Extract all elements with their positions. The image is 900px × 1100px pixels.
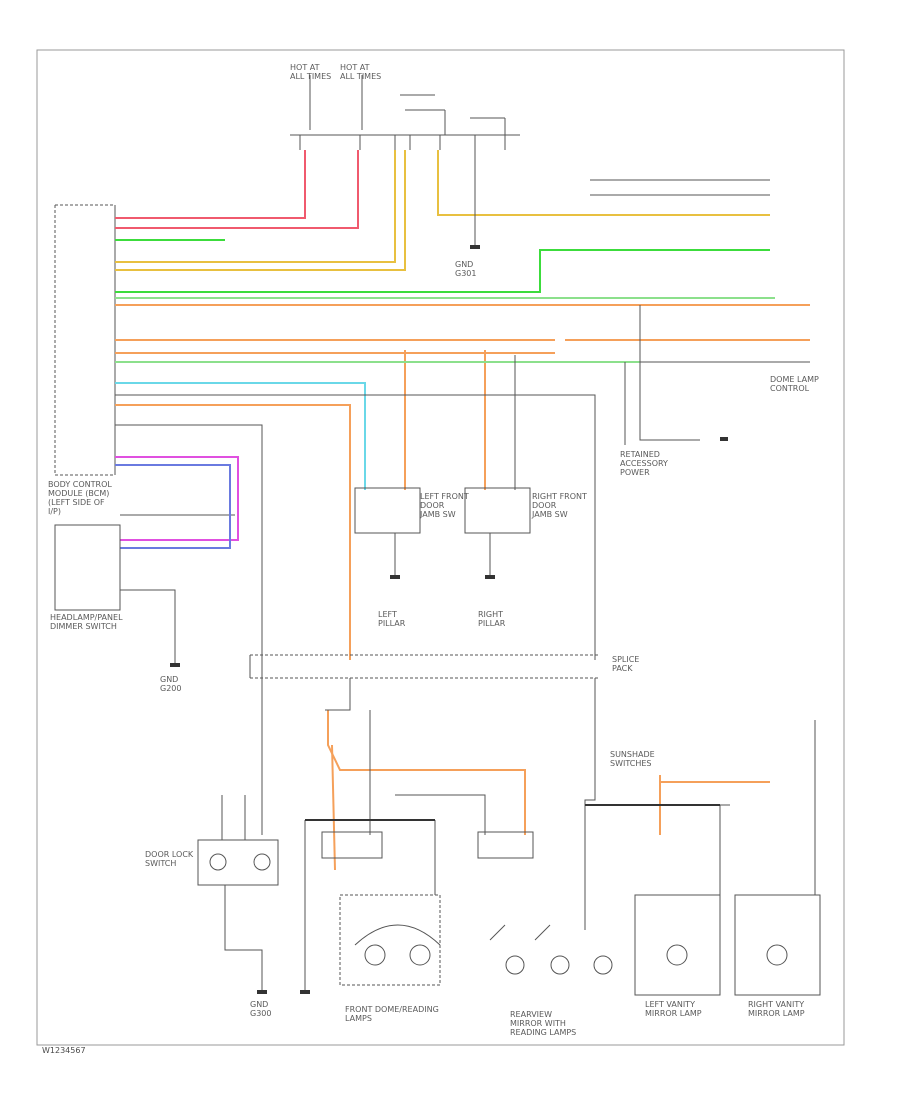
right-pillar-label: RIGHT PILLAR: [478, 610, 506, 628]
hot-at-all-times-1: HOT AT ALL TIMES: [290, 63, 332, 81]
gray-wires: [115, 150, 810, 835]
orange-wires: [115, 304, 810, 660]
door-switch-boxes: [354, 487, 531, 575]
left-pillar-label: LEFT PILLAR: [378, 610, 406, 628]
headlamp-switch-box: [54, 524, 121, 611]
dark-wires: [305, 804, 720, 821]
rear-mirror-switch-block: [197, 795, 279, 990]
diagram-frame: [36, 49, 845, 1046]
left-front-door-label: LEFT FRONT DOOR JAMB SW: [420, 492, 469, 519]
magenta-wire: [115, 456, 239, 541]
red-wires: [115, 150, 359, 229]
ground-g1-label: GND G200: [160, 675, 182, 693]
connectors-lower: [321, 831, 534, 859]
retained-power-label: RETAINED ACCESSORY POWER: [620, 450, 668, 477]
fuse-block: [290, 75, 520, 150]
rearview-mirror-lamps: [489, 924, 613, 975]
orange-lower-wires: [327, 710, 770, 871]
diagram-code: W1234567: [42, 1046, 86, 1055]
ground-symbols: [170, 245, 728, 994]
door-lock-switch-label: DOOR LOCK SWITCH: [145, 850, 194, 868]
front-dome-label: FRONT DOME/READING LAMPS: [345, 1005, 439, 1023]
left-vanity-label: LEFT VANITY MIRROR LAMP: [645, 1000, 702, 1018]
vanity-mirror-lamps: [634, 894, 821, 996]
bcm-box: [54, 204, 116, 476]
blue-wire: [115, 464, 231, 549]
bcm-label: BODY CONTROL MODULE (BCM) (LEFT SIDE OF …: [48, 480, 112, 516]
headlamp-switch-label: HEADLAMP/PANEL DIMMER SWITCH: [50, 613, 123, 631]
cyan-wire: [115, 382, 366, 490]
right-vanity-label: RIGHT VANITY MIRROR LAMP: [748, 1000, 805, 1018]
yellow-wires: [115, 150, 770, 271]
green-wire-long: [115, 249, 770, 293]
hot-at-all-times-2: HOT AT ALL TIMES: [340, 63, 382, 81]
sunshade-label: SUNSHADE SWITCHES: [610, 750, 655, 768]
right-front-door-label: RIGHT FRONT DOOR JAMB SW: [532, 492, 587, 519]
dome-control-label: DOME LAMP CONTROL: [770, 375, 819, 393]
front-dome-lamp: [339, 894, 441, 986]
ground-g3-label: GND G301: [455, 260, 477, 278]
ground-g2-label: GND G300: [250, 1000, 272, 1018]
splice-pack: [249, 654, 600, 679]
rearview-mirror-label: REARVIEW MIRROR WITH READING LAMPS: [510, 1010, 577, 1037]
splice-label: SPLICE PACK: [612, 655, 640, 673]
